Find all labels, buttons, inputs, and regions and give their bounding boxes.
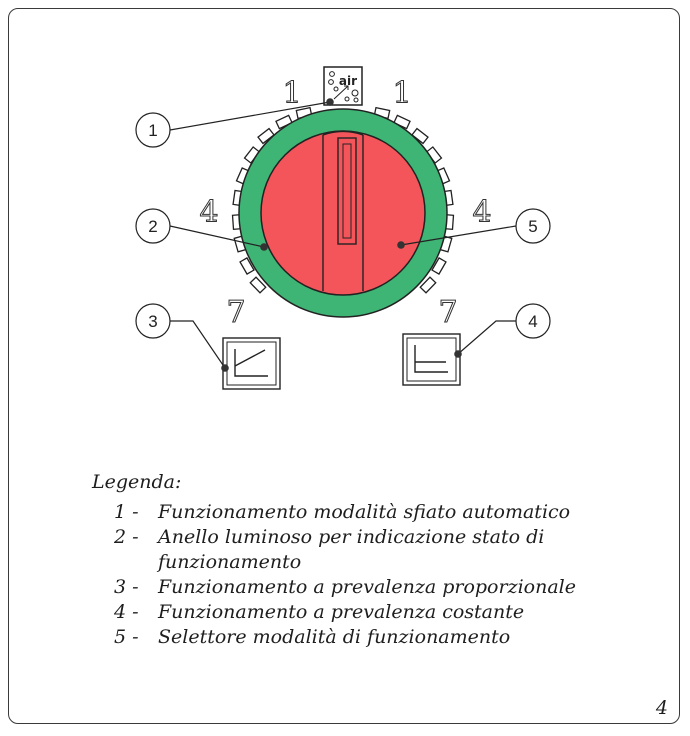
constant-pressure-icon (402, 333, 461, 386)
legend-item-number: 2 (114, 526, 127, 548)
leader-dot-3 (221, 364, 229, 372)
legend-item-text: Funzionamento modalità sfiato automatico (158, 501, 571, 523)
knob-pointer-inner (342, 143, 352, 239)
legend-item-2: 2 - Anello luminoso per indicazione stat… (114, 525, 652, 575)
legend-item-text: Funzionamento a prevalenza costante (158, 601, 525, 623)
callout-circle-3 (135, 303, 171, 339)
scale-segment (249, 276, 267, 294)
legend-separator: - (132, 501, 139, 523)
legend-separator: - (132, 601, 139, 623)
legend-item-4: 4 - Funzionamento a prevalenza costante (114, 600, 652, 625)
knob-pointer-slot (337, 137, 357, 245)
scale-segment (431, 257, 447, 275)
legend-item-1: 1 - Funzionamento modalità sfiato automa… (114, 500, 652, 525)
callout-label-4: 4 (528, 312, 537, 331)
knob-grip-top (322, 130, 364, 136)
page-number: 4 (655, 697, 668, 719)
legend-item-text: Anello luminoso per indicazione stato di… (158, 526, 545, 573)
callout-circle-1 (135, 112, 171, 148)
leader-line-4 (457, 320, 516, 355)
callout-circle-2 (135, 208, 171, 244)
leader-line-5 (400, 225, 517, 246)
leader-dot-1 (326, 98, 334, 106)
legend-separator: - (132, 576, 139, 598)
scale-segment (239, 257, 255, 275)
legend-item-number: 1 (114, 501, 127, 523)
scale-label-7-left: 7 (226, 295, 245, 330)
scale-label-7-right: 7 (438, 295, 457, 330)
leader-dot-4 (454, 350, 462, 358)
air-vent-icon: air (323, 66, 363, 106)
legend-separator: - (132, 626, 139, 648)
legend-item-number: 5 (114, 626, 127, 648)
legend-separator: - (132, 526, 139, 548)
leader-dot-5 (397, 241, 405, 249)
callout-circle-4 (515, 303, 551, 339)
legend-item-number: 4 (114, 601, 127, 623)
legend-title: Legenda: (92, 471, 182, 493)
pump-control-diagram: 1 1 4 4 7 7 air (135, 66, 551, 390)
leader-line-2 (169, 225, 265, 248)
legend: Legenda: 1 - Funzionamento modalità sfia… (92, 470, 652, 650)
callout-label-3: 3 (148, 312, 157, 331)
scale-label-1-right: 1 (392, 76, 411, 111)
scale-segment (419, 276, 437, 294)
legend-item-text: Selettore modalità di funzionamento (158, 626, 511, 648)
legend-item-3: 3 - Funzionamento a prevalenza proporzio… (114, 575, 652, 600)
legend-item-text: Funzionamento a prevalenza proporzionale (158, 576, 576, 598)
leader-line-3 (170, 320, 226, 369)
callout-label-5: 5 (528, 217, 537, 236)
leader-dot-2 (260, 243, 268, 251)
leader-line-1 (169, 101, 331, 131)
scale-segment (257, 127, 275, 145)
legend-item-5: 5 - Selettore modalità di funzionamento (114, 625, 652, 650)
figure-frame (8, 8, 680, 724)
callout-circle-5 (515, 208, 551, 244)
scale-label-4-right: 4 (472, 195, 491, 230)
scale-label-1-left: 1 (282, 76, 301, 111)
scale-label-4-left: 4 (199, 195, 218, 230)
legend-item-number: 3 (114, 576, 127, 598)
callout-label-2: 2 (148, 217, 157, 236)
scale-segment (411, 127, 429, 145)
air-icon-label: air (339, 74, 357, 88)
proportional-pressure-icon (222, 337, 281, 390)
callout-label-1: 1 (148, 121, 157, 140)
